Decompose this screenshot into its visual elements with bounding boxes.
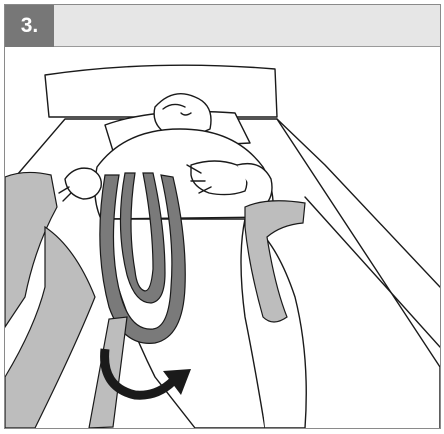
instruction-panel: 3. — [4, 4, 441, 429]
illustration-canvas — [5, 47, 440, 428]
step-number-badge: 3. — [5, 5, 54, 47]
bed-rail-line — [305, 197, 440, 347]
step-header: 3. — [5, 5, 440, 47]
sling-placement-illustration — [5, 47, 440, 428]
